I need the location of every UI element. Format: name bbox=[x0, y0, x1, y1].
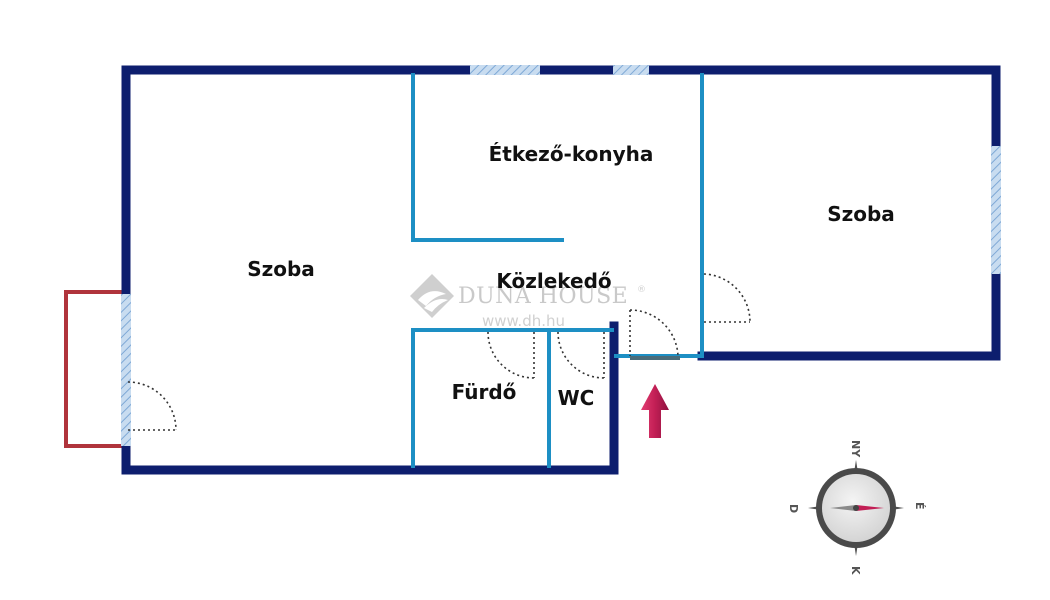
compass-south-label: K bbox=[849, 566, 862, 575]
compass-west-label: D bbox=[787, 504, 800, 513]
compass-north-label: NY bbox=[849, 440, 862, 458]
compass-east-label: É bbox=[913, 502, 926, 510]
door-swings bbox=[127, 273, 751, 431]
entrance-arrow-icon bbox=[641, 384, 669, 438]
room-label-left-szoba: Szoba bbox=[247, 257, 315, 281]
room-label-furdo: Fürdő bbox=[452, 380, 517, 404]
room-label-etkezo-konyha: Étkező-konyha bbox=[489, 142, 654, 166]
watermark-url: www.dh.hu bbox=[482, 312, 565, 330]
room-label-kozlekedo: Közlekedő bbox=[496, 269, 611, 293]
compass-icon: NY É K D bbox=[787, 440, 926, 575]
duna-house-logo-icon bbox=[410, 274, 454, 318]
windows bbox=[121, 65, 1001, 446]
watermark-registered: ® bbox=[637, 285, 646, 295]
room-label-right-szoba: Szoba bbox=[827, 202, 895, 226]
watermark-brand: DUNA HOUSE bbox=[458, 284, 628, 309]
duna-house-watermark: DUNA HOUSE ® www.dh.hu bbox=[410, 274, 646, 330]
room-label-wc: WC bbox=[558, 386, 595, 410]
balcony-outline bbox=[64, 290, 125, 448]
